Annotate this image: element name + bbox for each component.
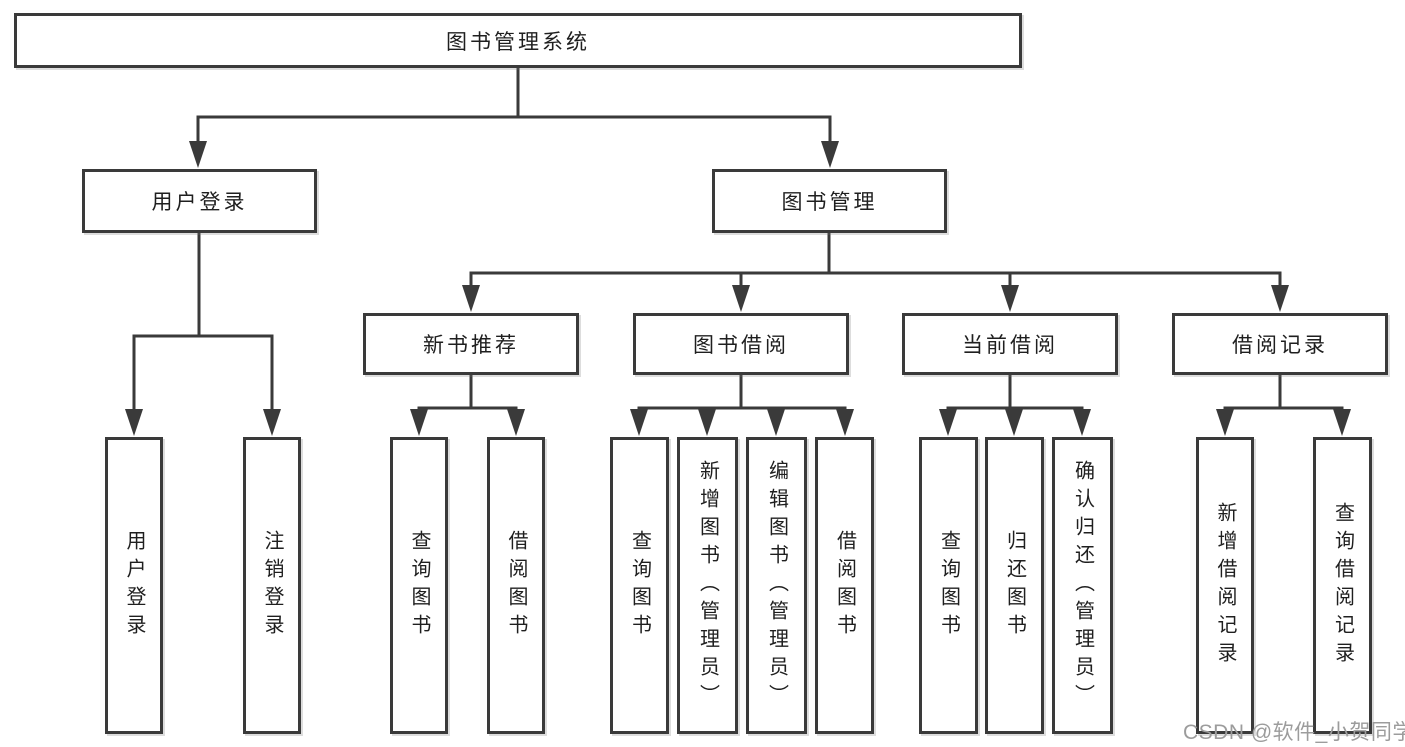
csdn-watermark: CSDN @软件_小贺同学 — [1183, 721, 1405, 744]
leaf-label: 归还图书 — [1003, 529, 1026, 642]
node-current-borrow: 当前借阅 — [902, 313, 1118, 375]
leaf-edit-book-admin: 编辑图书（管理员） — [746, 437, 807, 734]
leaf-label: 查询图书 — [628, 529, 651, 642]
leaf-confirm-return-admin: 确认归还（管理员） — [1052, 437, 1113, 734]
connector-user-login-to-leaves — [125, 231, 281, 436]
leaf-recommend-borrow-book: 借阅图书 — [487, 437, 545, 734]
node-label: 当前借阅 — [962, 334, 1058, 357]
connector-book-management-to-level3 — [462, 231, 1289, 312]
connector-book-borrow-to-leaves — [630, 374, 854, 436]
leaf-logout: 注销登录 — [243, 437, 301, 734]
leaf-label: 用户登录 — [123, 529, 145, 642]
leaf-label: 新增图书（管理员） — [696, 459, 719, 712]
leaf-user-login: 用户登录 — [105, 437, 163, 734]
leaf-label: 查询借阅记录 — [1331, 501, 1354, 670]
node-label: 图书管理 — [781, 191, 878, 214]
node-label: 新书推荐 — [423, 334, 519, 357]
node-user-login: 用户登录 — [82, 169, 317, 233]
leaf-label: 注销登录 — [261, 529, 283, 642]
connector-current-borrow-to-leaves — [939, 374, 1091, 436]
leaf-add-borrow-record: 新增借阅记录 — [1196, 437, 1254, 734]
leaf-borrow-query-book: 查询图书 — [610, 437, 669, 734]
leaf-query-borrow-record: 查询借阅记录 — [1313, 437, 1372, 734]
leaf-label: 借阅图书 — [833, 529, 856, 642]
node-label: 用户登录 — [151, 191, 248, 214]
leaf-label: 借阅图书 — [505, 529, 527, 642]
node-label: 借阅记录 — [1232, 334, 1328, 357]
node-book-borrow: 图书借阅 — [633, 313, 849, 375]
leaf-add-book-admin: 新增图书（管理员） — [677, 437, 738, 734]
leaf-label: 编辑图书（管理员） — [765, 459, 788, 712]
node-label: 图书管理系统 — [446, 30, 590, 54]
leaf-return-book: 归还图书 — [985, 437, 1044, 734]
connector-root-to-level2 — [189, 66, 839, 168]
node-book-management: 图书管理 — [712, 169, 947, 233]
node-borrow-records: 借阅记录 — [1172, 313, 1388, 375]
leaf-label: 新增借阅记录 — [1214, 501, 1236, 670]
node-label: 图书借阅 — [693, 334, 789, 357]
leaf-label: 确认归还（管理员） — [1071, 459, 1094, 712]
leaf-label: 查询图书 — [408, 529, 430, 642]
node-new-book-recommend: 新书推荐 — [363, 313, 579, 375]
connector-borrow-records-to-leaves — [1216, 374, 1351, 436]
leaf-current-query-book: 查询图书 — [919, 437, 978, 734]
leaf-label: 查询图书 — [937, 529, 960, 642]
connector-new-book-recommend-to-leaves — [410, 374, 525, 436]
leaf-borrow-book: 借阅图书 — [815, 437, 874, 734]
leaf-recommend-query-book: 查询图书 — [390, 437, 448, 734]
node-root-library-system: 图书管理系统 — [14, 13, 1022, 68]
